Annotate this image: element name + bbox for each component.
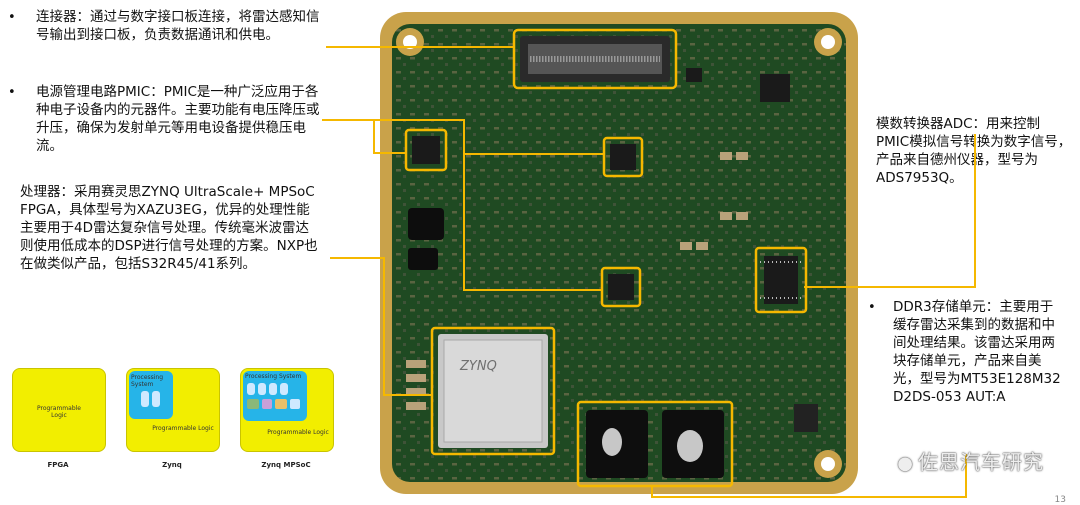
annotation-adc: 模数转换器ADC：用来控制PMIC模拟信号转换为数字信号，产品来自德州仪器，型号… xyxy=(876,116,1072,186)
pmic-chip-1 xyxy=(412,136,440,164)
bullet-pmic: • xyxy=(8,85,16,100)
annotation-ddr3: DDR3存储单元：主要用于缓存雷达采集到的数据和中间处理结果。该雷达采用两块存储… xyxy=(893,299,1061,405)
caption-zynq: Zynq xyxy=(162,461,182,469)
zynq-processing-system-block xyxy=(129,371,173,419)
label-zynq-programmable-logic: Programmable Logic xyxy=(152,425,214,432)
caption-zynq-mpsoc: Zynq MPSoC xyxy=(261,461,311,469)
caption-fpga: FPGA xyxy=(47,461,69,469)
diagram-zynq-mpsoc: Processing System Programmable Logic xyxy=(240,368,334,452)
label-zynq-processing-system: Processing System xyxy=(131,374,164,388)
bullet-ddr3: • xyxy=(868,300,876,315)
adc-chip xyxy=(764,256,798,304)
ic-chip-top-right xyxy=(760,74,790,102)
highlight-connector xyxy=(512,28,678,90)
diagram-zynq: Processing System Programmable Logic xyxy=(126,368,220,452)
highlight-pmic-2 xyxy=(602,136,644,178)
wechat-icon: ● xyxy=(897,453,914,474)
pcb-board-photo: ZYNQ xyxy=(380,12,858,494)
highlight-pmic-3 xyxy=(600,266,642,308)
zynq-chip-marking: ZYNQ xyxy=(459,359,497,374)
bullet-connector: • xyxy=(8,10,16,25)
annotation-connector: 连接器：通过与数字接口板连接，将雷达感知信号输出到接口板，负责数据通讯和供电。 xyxy=(36,9,320,43)
annotation-pmic: 电源管理电路PMIC：PMIC是一种广泛应用于各种电子设备内的元器件。主要功能有… xyxy=(36,84,320,154)
watermark: ●佐思汽车研究 xyxy=(897,446,1044,475)
label-mpsoc-processing-system: Processing System xyxy=(245,373,302,380)
label-mpsoc-programmable-logic: Programmable Logic xyxy=(267,429,329,436)
page-number: 13 xyxy=(1054,495,1066,505)
mpsoc-processing-system-block xyxy=(243,371,307,421)
annotation-processor: 处理器：采用赛灵思ZYNQ UltraScale+ MPSoC FPGA，具体型… xyxy=(20,184,318,272)
diagram-fpga: Programmable Logic xyxy=(12,368,106,452)
pmic-chip-3 xyxy=(608,274,634,300)
pmic-chip-2 xyxy=(610,144,636,170)
label-fpga-programmable-logic: Programmable Logic xyxy=(36,405,81,419)
highlight-processor xyxy=(430,326,556,456)
watermark-text: 佐思汽车研究 xyxy=(918,450,1044,474)
